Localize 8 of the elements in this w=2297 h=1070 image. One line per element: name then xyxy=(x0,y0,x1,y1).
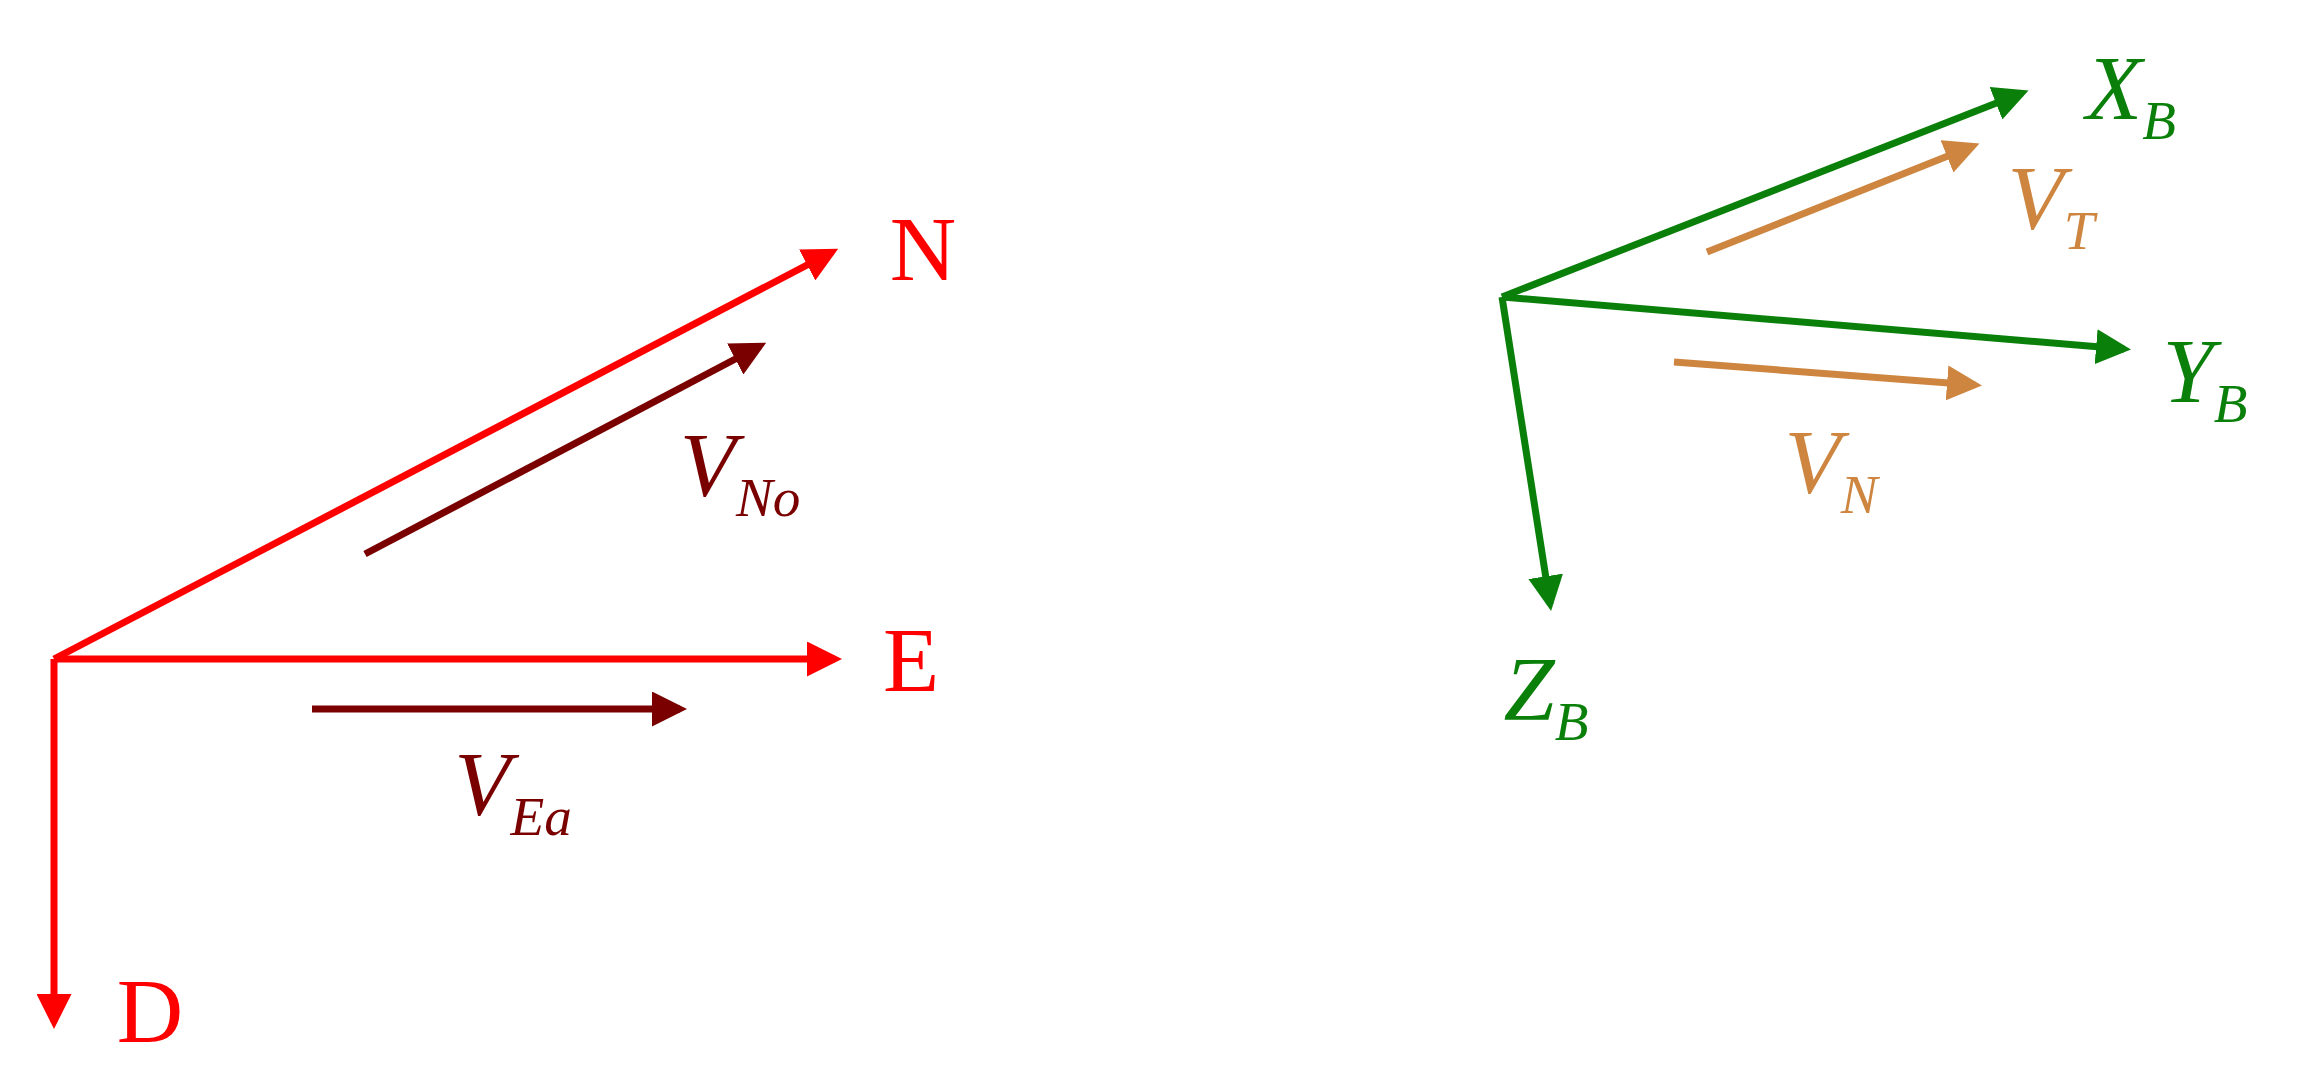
axis-label: E xyxy=(882,614,940,706)
axis-label: N xyxy=(889,203,957,295)
axis-label: V$_{No}$ xyxy=(679,419,801,525)
axis-label: Z$_{B}$ xyxy=(1503,643,1589,749)
axis-label: Y$_{B}$ xyxy=(2162,325,2248,431)
axis-label: V$_{N}$ xyxy=(1784,416,1878,522)
axis-label: D xyxy=(116,965,184,1057)
axis-label: V$_{Ea}$ xyxy=(454,738,572,844)
